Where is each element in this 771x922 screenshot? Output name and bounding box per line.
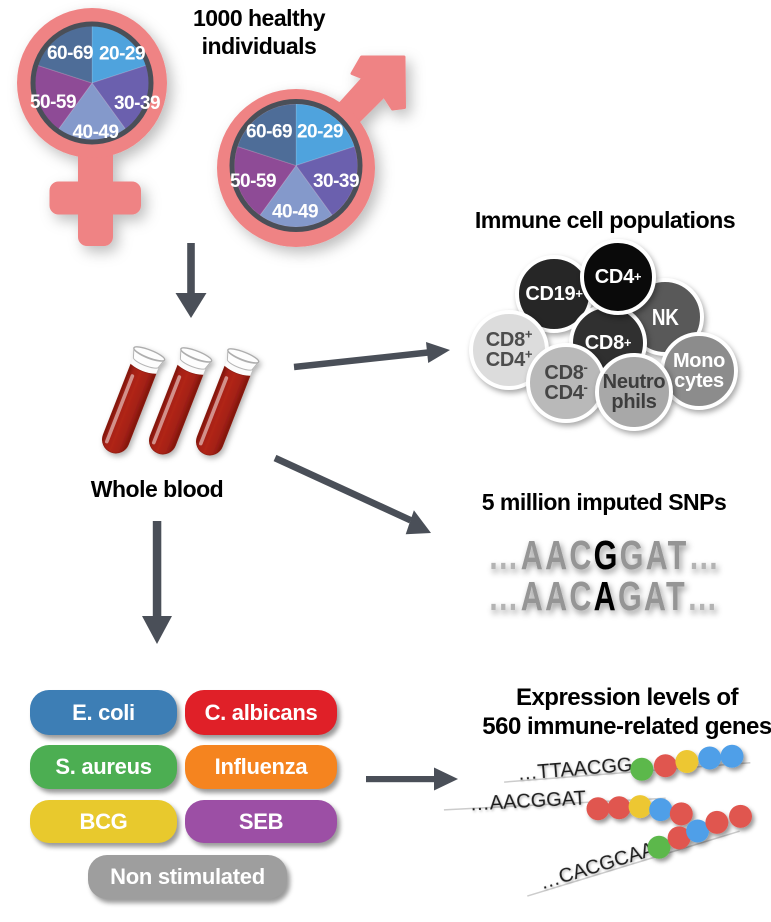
svg-text:50-59: 50-59: [30, 92, 76, 113]
svg-text:20-29: 20-29: [99, 44, 145, 65]
svg-text:50-59: 50-59: [230, 171, 276, 192]
svg-text:60-69: 60-69: [246, 122, 292, 143]
svg-text:…AACGGAT: …AACGGAT: [469, 787, 586, 815]
svg-text:20-29: 20-29: [297, 122, 343, 143]
svg-text:60-69: 60-69: [47, 43, 93, 64]
svg-text:30-39: 30-39: [114, 93, 160, 114]
svg-text:…AACGGAT…: …AACGGAT…: [488, 532, 721, 578]
svg-text:…CACGCAA: …CACGCAA: [537, 838, 658, 894]
svg-text:40-49: 40-49: [72, 122, 118, 143]
svg-text:…TTAACGG: …TTAACGG: [517, 754, 634, 785]
svg-text:…AACAGAT…: …AACAGAT…: [488, 573, 720, 619]
svg-text:30-39: 30-39: [313, 171, 359, 192]
svg-text:40-49: 40-49: [272, 202, 318, 223]
